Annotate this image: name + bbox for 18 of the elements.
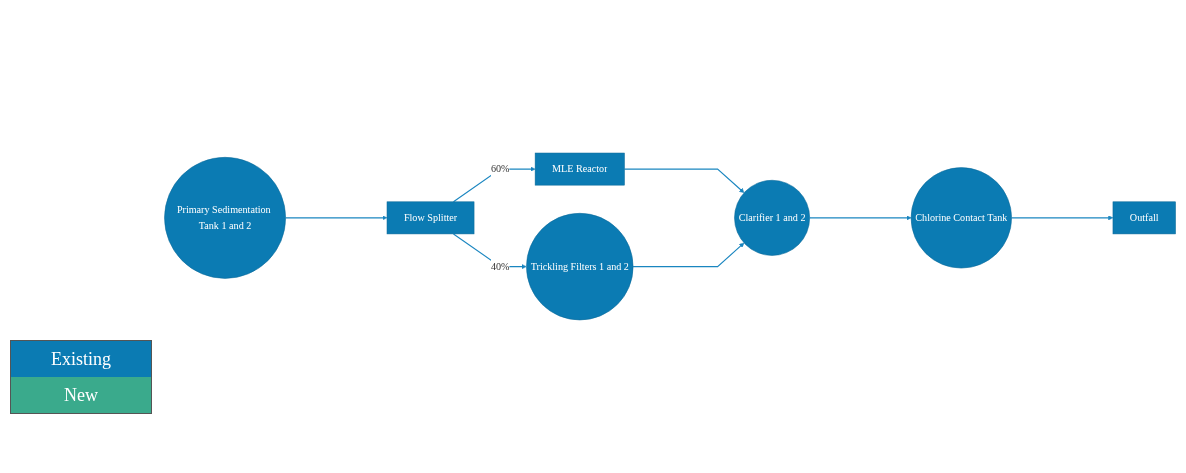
legend-swatch: New	[11, 377, 151, 413]
edge-label: 40%	[490, 260, 510, 272]
arrow	[632, 242, 745, 268]
node-circle: Trickling Filters 1 and 2	[526, 213, 634, 321]
arrow	[452, 233, 527, 270]
arrow	[809, 215, 912, 221]
arrow	[452, 166, 536, 203]
node-box: Outfall	[1112, 201, 1176, 235]
arrow	[623, 168, 745, 193]
node-box: Flow Splitter	[386, 201, 475, 235]
node-circle: Clarifier 1 and 2	[734, 180, 810, 256]
legend-swatch: Existing	[11, 341, 151, 377]
edge-label: 60%	[490, 163, 510, 175]
node-box: MLE Reactor	[534, 152, 625, 186]
arrow	[285, 215, 388, 221]
node-circle: Primary Sedimentation Tank 1 and 2	[164, 157, 286, 279]
arrow	[1011, 215, 1114, 221]
node-circle: Chlorine Contact Tank	[910, 167, 1012, 269]
